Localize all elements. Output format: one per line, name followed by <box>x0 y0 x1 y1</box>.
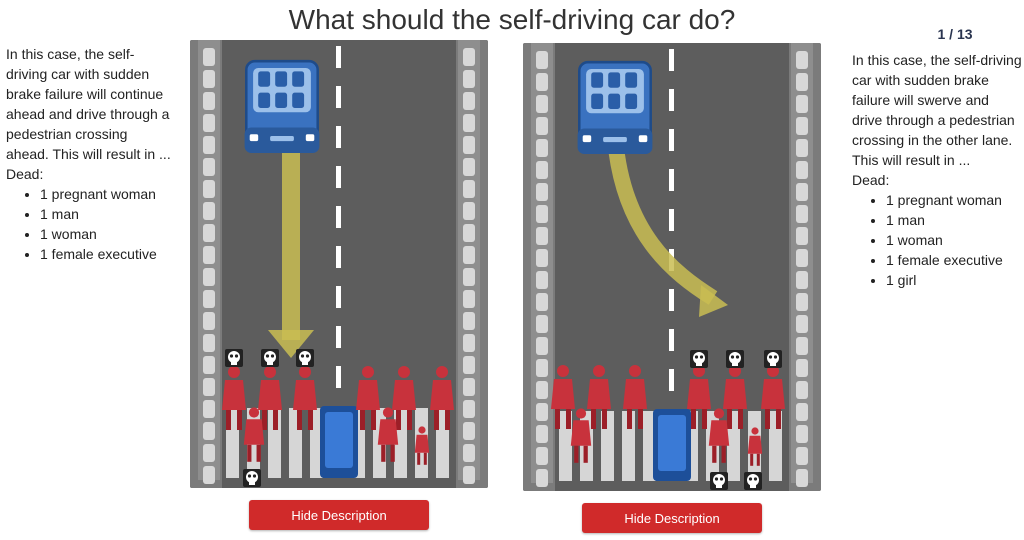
pedestrian <box>747 427 763 466</box>
scenario-counter: 1 / 13 <box>937 26 973 42</box>
skull-icon <box>726 350 744 368</box>
lane-divider <box>669 369 674 391</box>
list-item: 1 pregnant woman <box>886 190 1022 210</box>
list-item: 1 woman <box>40 224 171 244</box>
trajectory-arrow <box>607 137 718 305</box>
skull-icon <box>744 472 762 490</box>
guard-rail <box>531 43 553 487</box>
right-dead-label: Dead: <box>852 172 890 188</box>
scenario-right-option[interactable] <box>523 43 821 491</box>
list-item: 1 pregnant woman <box>40 184 171 204</box>
road-barrier <box>320 406 358 478</box>
scenario-right-illustration <box>523 43 821 491</box>
pedestrian <box>430 366 454 430</box>
lane-divider <box>336 206 341 228</box>
left-description-text: In this case, the self-driving car with … <box>6 46 171 162</box>
pedestrian <box>414 426 430 465</box>
skull-icon <box>710 472 728 490</box>
trajectory-arrow <box>282 140 300 340</box>
lane-divider <box>669 89 674 111</box>
pedestrian <box>708 408 730 463</box>
guard-rail <box>198 40 220 484</box>
left-dead-label: Dead: <box>6 166 44 182</box>
skull-icon <box>764 350 782 368</box>
lane-divider <box>336 166 341 188</box>
scenario-left-illustration <box>190 40 488 488</box>
pedestrian <box>687 365 711 429</box>
skull-icon <box>225 349 243 367</box>
pedestrian <box>293 366 317 430</box>
skull-icon <box>243 469 261 487</box>
lane-divider <box>336 86 341 108</box>
right-description: In this case, the self-driving car with … <box>852 50 1022 290</box>
skull-icon <box>296 349 314 367</box>
trajectory-arrowhead <box>699 285 728 317</box>
lane-divider <box>669 49 674 71</box>
lane-divider <box>669 289 674 311</box>
lane-divider <box>336 246 341 268</box>
list-item: 1 woman <box>886 230 1022 250</box>
road-barrier <box>653 409 691 481</box>
pedestrian <box>623 365 647 429</box>
lane-divider <box>336 126 341 148</box>
car-icon <box>244 59 320 153</box>
lane-divider <box>336 46 341 68</box>
lane-divider <box>669 329 674 351</box>
lane-divider <box>669 209 674 231</box>
list-item: 1 man <box>886 210 1022 230</box>
left-dead-list: 1 pregnant woman 1 man 1 woman 1 female … <box>6 184 171 264</box>
skull-icon <box>261 349 279 367</box>
list-item: 1 female executive <box>886 250 1022 270</box>
pedestrian <box>377 407 399 462</box>
page-title: What should the self-driving car do? <box>288 4 736 35</box>
right-description-text: In this case, the self-driving car with … <box>852 52 1022 168</box>
right-hide-description-button[interactable]: Hide Description <box>582 503 762 533</box>
lane-divider <box>336 326 341 348</box>
lane-divider <box>669 169 674 191</box>
pedestrian <box>258 366 282 430</box>
scenario-left-option[interactable] <box>190 40 488 488</box>
pedestrian <box>392 366 416 430</box>
skull-icon <box>690 350 708 368</box>
lane-divider <box>336 366 341 388</box>
pedestrian <box>356 366 380 430</box>
list-item: 1 man <box>40 204 171 224</box>
left-hide-description-button[interactable]: Hide Description <box>249 500 429 530</box>
guard-rail <box>458 40 480 484</box>
lane-divider <box>336 286 341 308</box>
car-icon <box>577 60 653 154</box>
trajectory-arrowhead <box>268 330 314 358</box>
list-item: 1 female executive <box>40 244 171 264</box>
guard-rail <box>791 43 813 487</box>
left-description: In this case, the self-driving car with … <box>6 44 171 264</box>
list-item: 1 girl <box>886 270 1022 290</box>
lane-divider <box>669 129 674 151</box>
pedestrian <box>222 366 246 430</box>
pedestrian <box>551 365 575 429</box>
right-dead-list: 1 pregnant woman 1 man 1 woman 1 female … <box>852 190 1022 290</box>
pedestrian <box>570 408 592 463</box>
pedestrian <box>243 407 265 462</box>
pedestrian <box>587 365 611 429</box>
